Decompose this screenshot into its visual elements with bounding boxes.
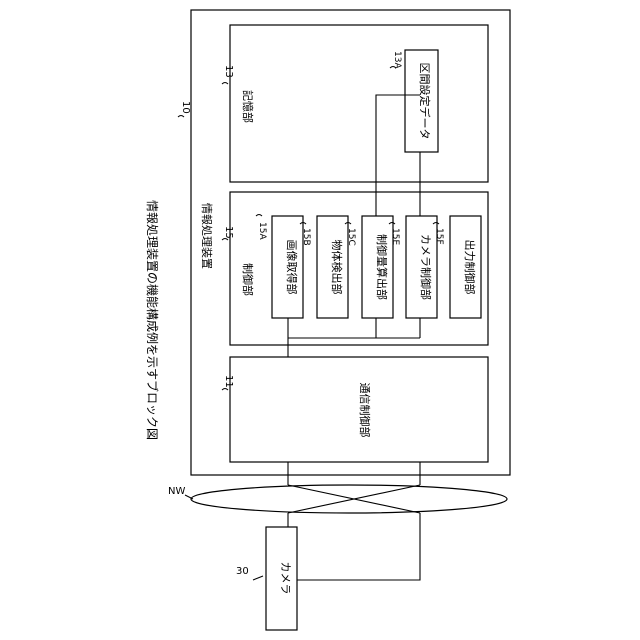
block-ref-15C: 15C [346,228,356,246]
block-label-15E: カメラ制御部 [419,234,433,300]
storage-data-label: 区間設定データ [418,63,432,140]
device-ref: 10 [180,101,191,114]
storage-title: 記憶部 [241,90,255,123]
device-title: 情報処理装置 [200,203,213,269]
comm-label: 通信制御部 [358,383,372,438]
storage-data-ref: 13A [392,51,402,69]
camera-ref: 30 [236,566,249,577]
control-title: 制御部 [241,263,255,296]
block-ref-15E: 15E [390,228,400,245]
block-label-15B: 物体検出部 [330,240,344,295]
storage-box [230,25,488,182]
network-ref: NW [168,486,185,497]
block-label-15A: 画像取得部 [285,240,299,295]
block-ref-15F: 15F [434,228,444,245]
block-label-15C: 制御量算出部 [375,234,389,300]
leader-marks [178,67,439,581]
block-label-15F: 出力制御部 [463,240,477,295]
figure-caption: 情報処理装置の機能構成例を示すブロック図 [145,200,160,440]
control-box [230,192,488,345]
block-ref-15B: 15B [301,228,311,246]
connector-lines [288,95,420,580]
comm-ref: 11 [223,375,234,388]
network-ellipse [191,485,507,513]
block-ref-15A: 15A [257,222,267,240]
control-ref: 15 [223,226,234,239]
storage-ref: 13 [223,65,234,78]
camera-label: カメラ [279,562,292,595]
